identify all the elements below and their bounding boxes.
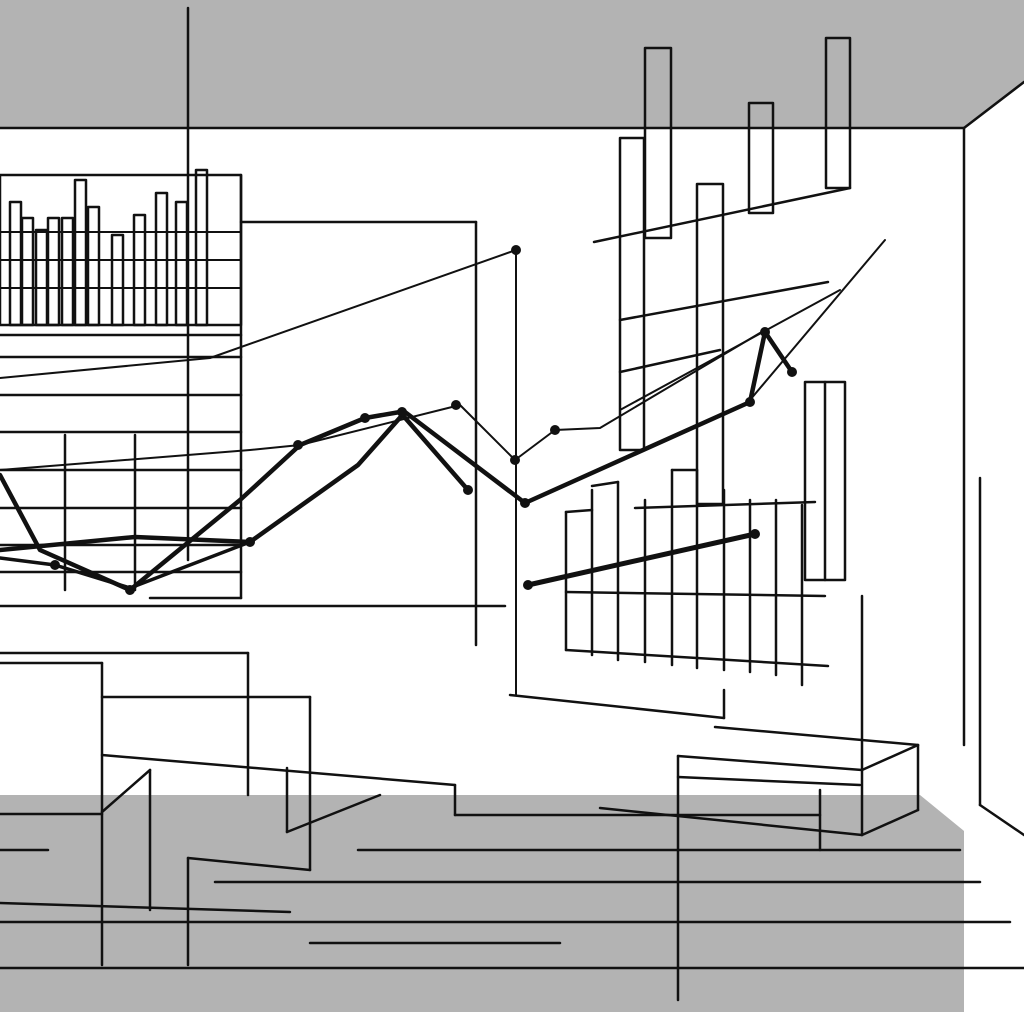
thin-trend-line [0, 249, 517, 379]
floor-lines [0, 812, 1024, 970]
thin-upward-line [749, 239, 886, 401]
decor-point [50, 560, 60, 570]
ceiling-band [0, 0, 1024, 128]
decor-point [510, 455, 520, 465]
decor-bar [174, 200, 189, 327]
thick-series-line-4 [525, 531, 758, 588]
decor-point [523, 580, 533, 590]
left-grid-panel [0, 173, 507, 647]
thin-upward-line-2 [619, 289, 841, 411]
decor-point [511, 245, 521, 255]
thick-series-line-3 [0, 540, 252, 590]
decor-point [125, 585, 135, 595]
right-desk [598, 725, 920, 1002]
decor-point [451, 400, 461, 410]
right-wall-floor [978, 803, 1024, 837]
thick-series-line-1 [0, 409, 471, 593]
lower-bar-chart [508, 468, 864, 837]
decor-point [550, 425, 560, 435]
data-points [50, 245, 797, 595]
decor-point [293, 440, 303, 450]
floor-band [0, 795, 1024, 1012]
decor-point [520, 498, 530, 508]
decor-bar [46, 216, 61, 327]
decor-point [787, 367, 797, 377]
decor-point [245, 537, 255, 547]
decor-point [750, 529, 760, 539]
decor-point [745, 397, 755, 407]
bar-panel-bars [8, 168, 209, 327]
right-bar-chart [592, 36, 852, 582]
decor-bar [86, 205, 101, 327]
decor-point [463, 485, 473, 495]
decor-point [760, 327, 770, 337]
decor-bar [110, 233, 125, 327]
decor-bar [132, 213, 147, 327]
decor-point [360, 413, 370, 423]
decor-bar [73, 178, 88, 327]
decor-bar [34, 228, 49, 327]
decor-bar [8, 200, 23, 327]
decor-point [397, 407, 407, 417]
decor-bar [60, 216, 75, 327]
decor-bar [194, 168, 209, 327]
wall-ceiling-edge [962, 80, 1024, 130]
thin-trend-line-2 [0, 329, 766, 471]
decor-bar [20, 216, 35, 327]
